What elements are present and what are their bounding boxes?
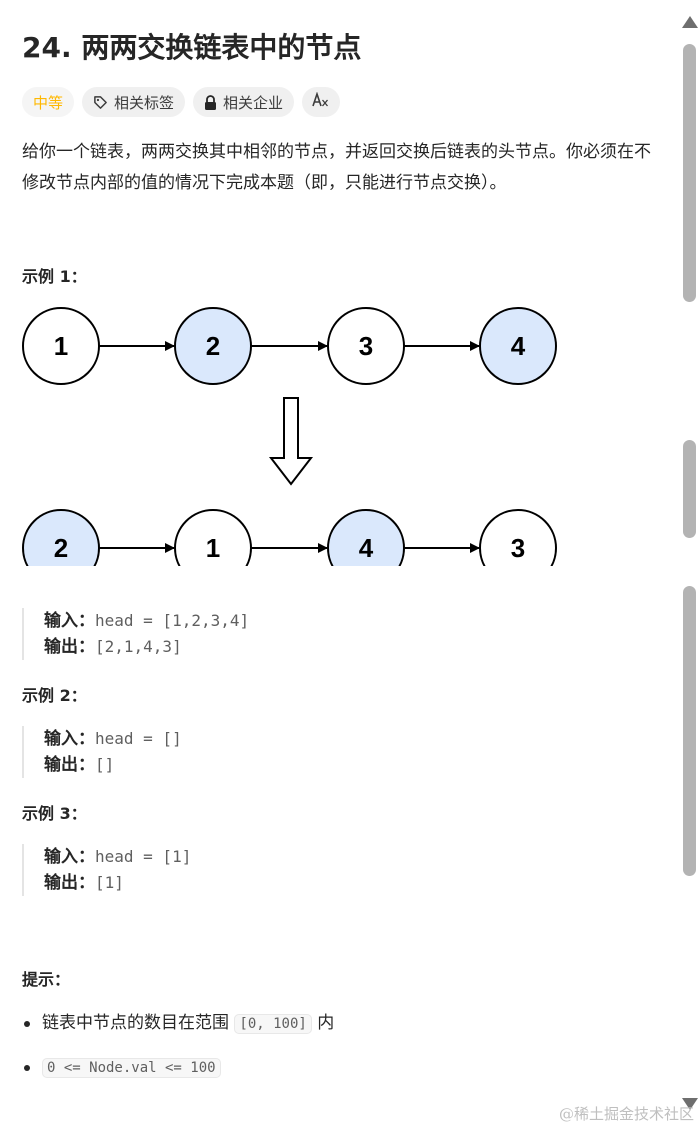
lock-icon xyxy=(204,94,217,110)
problem-description: 给你一个链表，两两交换其中相邻的节点，并返回交换后链表的头节点。你必须在不修改节… xyxy=(22,142,651,193)
list-node xyxy=(22,307,100,385)
example-3-block: 输入：head = [1] 输出：[1] xyxy=(22,844,191,896)
list-node xyxy=(327,509,405,566)
output-label: 输出： xyxy=(44,755,95,775)
list-node xyxy=(174,307,252,385)
problem-title: 24. 两两交换链表中的节点 xyxy=(22,31,362,64)
scroll-thumb-secondary[interactable] xyxy=(683,440,696,538)
list-node xyxy=(479,307,557,385)
list-node xyxy=(479,509,557,566)
list-node-value: 4 xyxy=(511,331,526,361)
swap-diagram: 1 2 3 4 2 1 4 3 xyxy=(22,307,557,566)
example-1-title: 示例 1： xyxy=(22,267,87,286)
list-node xyxy=(22,509,100,566)
translate-button[interactable] xyxy=(302,87,341,117)
output-value: [] xyxy=(95,755,115,774)
related-tags-button[interactable]: 相关标签 xyxy=(82,87,186,117)
scroll-thumb[interactable] xyxy=(683,44,696,302)
hint-code: 0 <= Node.val <= 100 xyxy=(42,1058,221,1078)
list-node-value: 2 xyxy=(206,331,220,361)
related-companies-button[interactable]: 相关企业 xyxy=(193,87,295,117)
scroll-down-arrow-icon[interactable] xyxy=(682,1098,698,1110)
related-tags-label: 相关标签 xyxy=(114,93,175,112)
input-label: 输入： xyxy=(44,611,95,631)
example-2-block: 输入：head = [] 输出：[] xyxy=(22,726,182,778)
hint-item: 链表中节点的数目在范围 [0, 100] 内 xyxy=(22,1008,662,1039)
list-node-value: 3 xyxy=(511,533,525,563)
list-node-value: 1 xyxy=(54,331,68,361)
list-node-value: 2 xyxy=(54,533,68,563)
hint-item: 0 <= Node.val <= 100 xyxy=(22,1052,662,1083)
input-value: head = [] xyxy=(95,729,182,748)
input-label: 输入： xyxy=(44,729,95,749)
hint-text: 链表中节点的数目在范围 xyxy=(42,1013,235,1033)
hints-title: 提示： xyxy=(22,970,71,989)
input-value: head = [1] xyxy=(95,847,192,866)
related-companies-label: 相关企业 xyxy=(223,93,284,112)
output-label: 输出： xyxy=(44,873,95,893)
list-node-value: 1 xyxy=(206,533,220,563)
example-1-block: 输入：head = [1,2,3,4] 输出：[2,1,4,3] xyxy=(22,608,249,660)
example-2-title: 示例 2： xyxy=(22,686,87,705)
list-node xyxy=(327,307,405,385)
output-value: [2,1,4,3] xyxy=(95,637,182,656)
hint-code: [0, 100] xyxy=(234,1014,312,1034)
down-arrow-icon xyxy=(268,397,314,486)
scroll-up-arrow-icon[interactable] xyxy=(682,16,698,28)
input-value: head = [1,2,3,4] xyxy=(95,611,250,630)
watermark: @稀土掘金技术社区 xyxy=(558,1105,694,1123)
list-node-value: 4 xyxy=(359,533,374,563)
hints-list: 链表中节点的数目在范围 [0, 100] 内 0 <= Node.val <= … xyxy=(22,1008,662,1096)
list-node xyxy=(174,509,252,566)
tag-bar: 中等 相关标签 相关企业 xyxy=(22,87,341,117)
scrollbar[interactable] xyxy=(678,0,700,1127)
tag-icon xyxy=(93,95,108,110)
translate-icon xyxy=(312,91,330,112)
output-value: [1] xyxy=(95,873,124,892)
output-label: 输出： xyxy=(44,637,95,657)
example-3-title: 示例 3： xyxy=(22,804,87,823)
hint-text: 内 xyxy=(311,1013,335,1033)
list-node-value: 3 xyxy=(359,331,373,361)
input-label: 输入： xyxy=(44,847,95,867)
scroll-thumb-tertiary[interactable] xyxy=(683,586,696,876)
difficulty-badge[interactable]: 中等 xyxy=(22,87,75,117)
